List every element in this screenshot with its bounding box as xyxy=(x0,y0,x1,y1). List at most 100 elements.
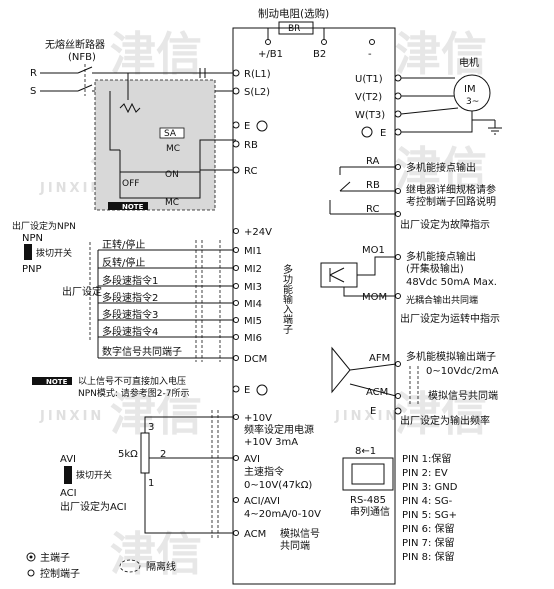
term-plus-b1: +/B1 xyxy=(258,49,283,60)
svg-text:JINXIN: JINXIN xyxy=(39,409,104,424)
svg-text:PIN 4: SG-: PIN 4: SG- xyxy=(402,496,453,507)
legend-main: 主端子 xyxy=(40,551,70,564)
main-speed-label: 主速指令 xyxy=(244,465,284,478)
term-rc-left: RC xyxy=(244,166,257,177)
term-24v: +24V xyxy=(244,227,272,238)
term-mi6: MI6 xyxy=(244,333,262,344)
svg-text:8←1: 8←1 xyxy=(355,446,376,457)
svg-text:MC: MC xyxy=(165,198,179,208)
svg-text:JINXIN: JINXIN xyxy=(39,181,104,196)
term-mi3: MI3 xyxy=(244,282,262,293)
aci-value: 4~20mA/0-10V xyxy=(244,509,321,520)
svg-text:数字信号共同端子: 数字信号共同端子 xyxy=(102,345,182,358)
svg-text:MC: MC xyxy=(166,144,180,154)
mo-text-4: 光耦合输出共同端 xyxy=(406,294,478,306)
pin-list: PIN 1:保留 PIN 2: EV PIN 3: GND PIN 4: SG-… xyxy=(402,452,458,563)
note-line-1: 以上信号不可直接加入电压 xyxy=(78,375,186,387)
svg-text:SA: SA xyxy=(164,129,177,139)
svg-text:PIN 2: EV: PIN 2: EV xyxy=(402,468,448,479)
relay-text-2: 继电器详细规格请参 xyxy=(406,183,496,196)
factory-npn: 出厂设定为NPN xyxy=(12,220,76,232)
relay-text-1: 多机能接点输出 xyxy=(406,161,476,174)
term-mi4: MI4 xyxy=(244,299,262,310)
svg-text:正转/停止: 正转/停止 xyxy=(102,238,145,251)
term-e-mid: E xyxy=(244,385,250,396)
term-acm: ACM xyxy=(244,529,266,540)
svg-text:IM: IM xyxy=(464,84,476,95)
term-s-l2: S(L2) xyxy=(244,87,270,98)
term-minus: - xyxy=(368,49,372,60)
potentiometer xyxy=(140,432,150,474)
main-speed-value: 0~10V(47kΩ) xyxy=(244,480,312,491)
legend-control: 控制端子 xyxy=(40,567,80,580)
mo-text-5: 出厂设定为运转中指示 xyxy=(400,312,500,325)
svg-text:津信: 津信 xyxy=(110,27,202,81)
svg-text:OFF: OFF xyxy=(122,179,139,189)
svg-text:拨切开关: 拨切开关 xyxy=(76,469,112,481)
svg-text:NOTE: NOTE xyxy=(46,378,68,386)
term-dcm: DCM xyxy=(244,354,267,365)
term-ra: RA xyxy=(366,156,380,167)
svg-text:多段速指令1: 多段速指令1 xyxy=(102,274,158,287)
freq-power-value: +10V 3mA xyxy=(244,437,298,448)
svg-text:R: R xyxy=(30,68,37,79)
svg-text:JINXIN: JINXIN xyxy=(334,409,399,424)
afm-text-4: 出厂设定为输出频率 xyxy=(400,414,490,427)
control-circuit-box xyxy=(94,79,216,211)
term-v: V(T2) xyxy=(355,92,382,103)
svg-text:多段速指令4: 多段速指令4 xyxy=(102,325,158,338)
brake-resistor-label: 制动电阻(选购) xyxy=(258,7,329,20)
input-rows: 正转/停止 反转/停止 多段速指令1 多段速指令2 多段速指令3 多段速指令4 … xyxy=(89,238,234,362)
factory-aci: 出厂设定为ACI xyxy=(60,500,127,513)
nfb-label: (NFB) xyxy=(68,52,96,63)
term-mi2: MI2 xyxy=(244,264,262,275)
svg-text:反转/停止: 反转/停止 xyxy=(102,256,145,269)
term-rb-right: RB xyxy=(366,180,380,191)
afm-text-2: 0~10Vdc/2mA xyxy=(426,366,499,377)
optocoupler xyxy=(320,262,358,288)
rs485-sub: 串列通信 xyxy=(350,505,390,518)
svg-text:PIN 5: SG+: PIN 5: SG+ xyxy=(402,510,457,521)
svg-text:多段速指令2: 多段速指令2 xyxy=(102,291,158,304)
svg-text:3: 3 xyxy=(148,422,154,433)
vertical-label-input: 多功能输入端子 xyxy=(281,263,293,334)
svg-text:PIN 8: 保留: PIN 8: 保留 xyxy=(402,550,455,563)
svg-text:PNP: PNP xyxy=(22,264,42,275)
term-acm-right: ACM xyxy=(366,387,388,398)
svg-text:PIN 3: GND: PIN 3: GND xyxy=(402,482,458,493)
term-aci: ACI/AVI xyxy=(244,496,280,507)
meter-symbol xyxy=(331,346,351,394)
mo-text-3: 48Vdc 50mA Max. xyxy=(406,277,497,288)
svg-text:S: S xyxy=(30,86,36,97)
term-u: U(T1) xyxy=(355,74,383,85)
term-mom: MOM xyxy=(362,292,387,303)
term-afm: AFM xyxy=(369,353,390,364)
note-line-2: NPN模式: 请参考图2-7所示 xyxy=(78,387,190,399)
svg-text:PIN 1:保留: PIN 1:保留 xyxy=(402,452,451,465)
svg-text:BR: BR xyxy=(288,24,300,34)
svg-text:3~: 3~ xyxy=(466,97,479,107)
acm-label: 模拟信号 xyxy=(280,527,320,540)
watermark: 津信 津信 津信 津信 津信 津信 津信 JINXIN JINXIN JINXI… xyxy=(39,27,487,581)
svg-text:电机: 电机 xyxy=(459,56,479,69)
svg-text:津信: 津信 xyxy=(395,27,487,81)
relay-text-4: 出厂设定为故障指示 xyxy=(400,218,490,231)
rs485-title: RS-485 xyxy=(350,495,386,506)
svg-text:PIN 7: 保留: PIN 7: 保留 xyxy=(402,536,455,549)
afm-text-3: 模拟信号共同端 xyxy=(428,389,498,402)
term-w: W(T3) xyxy=(355,110,385,121)
term-r-l1: R(L1) xyxy=(244,69,271,80)
svg-text:津信: 津信 xyxy=(110,387,202,441)
svg-text:津信: 津信 xyxy=(110,527,202,581)
svg-text:津信: 津信 xyxy=(395,142,487,196)
svg-text:ON: ON xyxy=(165,170,179,180)
term-mi1: MI1 xyxy=(244,246,262,257)
svg-text:AVI: AVI xyxy=(60,454,76,465)
svg-text:PIN 6: 保留: PIN 6: 保留 xyxy=(402,522,455,535)
term-rb-left: RB xyxy=(244,140,258,151)
term-b2: B2 xyxy=(313,49,326,60)
term-mi5: MI5 xyxy=(244,316,262,327)
legend-shield: 隔离线 xyxy=(146,560,176,573)
term-e-left: E xyxy=(244,121,250,132)
